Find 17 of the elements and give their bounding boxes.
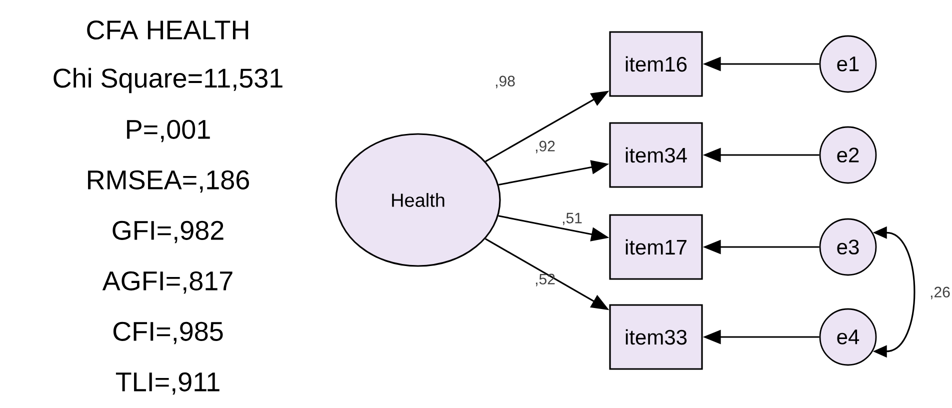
edge-label: ,98	[496, 76, 515, 88]
fit-statistic: GFI=,982	[112, 220, 224, 244]
fit-statistic: CFI=,985	[113, 322, 223, 344]
edge-label: ,92	[536, 140, 555, 154]
observed-variable-box: item17	[609, 214, 703, 280]
edge-label: ,52	[536, 274, 555, 286]
observed-variable-box: item16	[609, 31, 703, 97]
fit-statistic: TLI=,911	[116, 372, 220, 395]
observed-variable-box: item34	[609, 122, 703, 188]
text-heading: CFA HEALTH	[87, 20, 248, 40]
fit-statistic: P=,001	[127, 120, 210, 142]
fit-statistic: Chi Square=11,531	[54, 68, 282, 94]
edge-label: ,26	[930, 286, 950, 300]
edge-label: ,51	[562, 212, 582, 226]
fit-statistic: AGFI=,817	[102, 271, 232, 294]
fit-statistic: RMSEA=,186	[88, 170, 249, 193]
observed-variable-box: item33	[609, 304, 703, 370]
